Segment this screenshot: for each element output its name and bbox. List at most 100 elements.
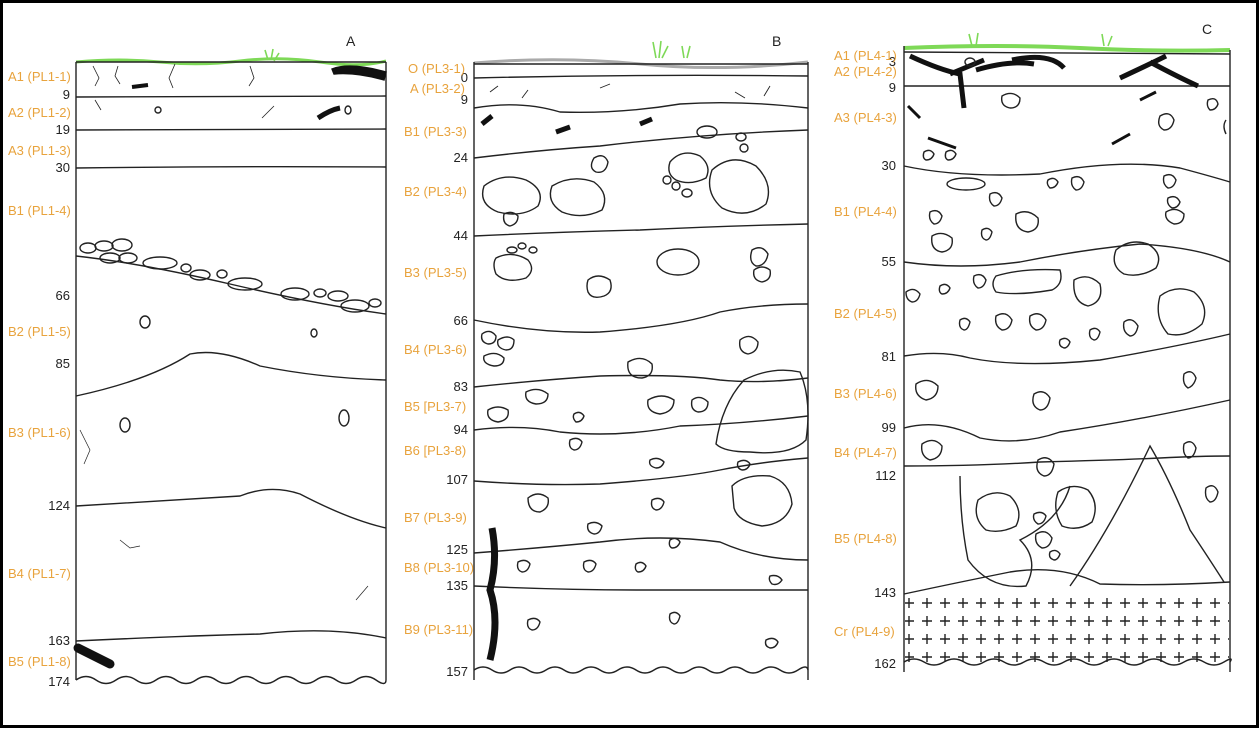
stone — [568, 437, 751, 471]
horizon-label: B2 (PL1-5) — [8, 324, 71, 339]
profile-walls — [473, 62, 809, 680]
horizon-label: B3 (PL4-6) — [834, 386, 897, 401]
stone — [735, 132, 747, 142]
boundary — [473, 415, 809, 435]
horizon-label: B6 [PL3-8) — [404, 443, 466, 458]
stone — [752, 266, 772, 283]
horizon-label: B4 (PL1-7) — [8, 566, 71, 581]
boundary — [75, 128, 387, 131]
horizon-label: A2 (PL4-2) — [834, 64, 897, 79]
roots — [92, 63, 275, 119]
pebble — [154, 106, 162, 114]
roots — [79, 429, 369, 601]
boundary — [903, 243, 1231, 267]
pebble — [368, 298, 382, 308]
profile-a-labels: 9 19 30 66 85 124 163 174 A1 (PL1-1) A2 … — [8, 69, 71, 689]
boundary — [473, 585, 808, 591]
pebble — [142, 256, 178, 270]
depth-label: 112 — [875, 468, 896, 483]
horizon-label: B1 (PL1-4) — [8, 203, 71, 218]
pebble — [340, 299, 370, 313]
depth-label: 9 — [461, 92, 468, 107]
pebble — [99, 252, 121, 264]
boundary — [473, 223, 809, 237]
root-black — [486, 527, 499, 661]
stone — [928, 191, 1039, 253]
pebble — [310, 328, 318, 338]
depth-label: 3 — [889, 54, 896, 69]
grass-tuft — [652, 40, 691, 59]
horizon-label: A3 (PL4-3) — [834, 110, 897, 125]
stone — [526, 611, 779, 649]
pebble — [119, 417, 131, 433]
grass-surface — [903, 44, 1231, 53]
profile-title: A — [346, 33, 356, 49]
stone — [708, 159, 770, 214]
horizon-label: A2 (PL1-2) — [8, 105, 71, 120]
pebble — [344, 105, 352, 115]
depth-label: 30 — [882, 158, 896, 173]
horizon-label: B8 (PL3-10) — [404, 560, 474, 575]
horizon-label: Cr (PL4-9) — [834, 624, 895, 639]
grass-tuft — [264, 48, 280, 62]
horizon-label: B1 (PL4-4) — [834, 204, 897, 219]
pebble — [118, 252, 138, 264]
pebble — [94, 240, 114, 252]
profile-a: A — [73, 33, 387, 685]
stone — [958, 313, 1139, 349]
boundary — [903, 333, 1231, 365]
depth-label: 124 — [48, 498, 70, 513]
profile-b-labels: 0 9 24 44 66 83 94 107 125 135 157 O (PL… — [404, 61, 474, 679]
pebble — [338, 409, 350, 427]
horizon-label: B1 (PL3-3) — [404, 124, 467, 139]
profile-title: C — [1202, 21, 1212, 37]
rock-black — [480, 114, 653, 135]
boundary — [473, 374, 809, 388]
stone — [517, 242, 527, 250]
wavy-base — [473, 666, 809, 674]
boundary — [473, 457, 809, 486]
boundary — [75, 351, 387, 397]
stone — [549, 178, 606, 217]
pebble — [313, 288, 327, 298]
profile-walls — [75, 62, 387, 680]
boundary — [75, 630, 387, 642]
profile-c: C — [903, 21, 1232, 672]
root-black — [316, 105, 341, 121]
horizon-label: O (PL3-1) — [408, 61, 465, 76]
depth-label: 143 — [874, 585, 896, 600]
pebble — [280, 287, 310, 301]
depth-label: 174 — [48, 674, 70, 689]
profile-title: B — [772, 33, 781, 49]
boundary — [903, 399, 1231, 442]
horizon-label: B2 (PL4-5) — [834, 306, 897, 321]
depth-label: 135 — [446, 578, 468, 593]
horizon-label: A1 (PL1-1) — [8, 69, 71, 84]
stone — [487, 388, 709, 423]
depth-label: 66 — [56, 288, 70, 303]
depth-label: 163 — [48, 633, 70, 648]
stone — [502, 211, 519, 227]
stone — [739, 143, 749, 153]
horizon-label: A (PL3-2) — [410, 81, 465, 96]
stone — [922, 149, 957, 161]
stone — [662, 175, 672, 185]
depth-label: 81 — [882, 349, 896, 364]
bedrock-pattern — [905, 596, 1229, 662]
boulder — [1069, 444, 1225, 587]
root-black — [331, 65, 387, 81]
depth-label: 55 — [882, 254, 896, 269]
boulder — [731, 475, 793, 527]
boundary — [473, 129, 809, 159]
depth-label: 85 — [56, 356, 70, 371]
depth-label: 9 — [63, 87, 70, 102]
stone — [915, 371, 1197, 411]
depth-label: 66 — [454, 313, 468, 328]
stone — [992, 241, 1160, 295]
stone — [586, 275, 612, 299]
boundary — [75, 165, 387, 169]
stone — [528, 246, 538, 254]
pebble — [111, 238, 133, 252]
profile-c-labels: 3 9 30 55 81 99 112 143 162 A1 (PL4-1) A… — [834, 48, 897, 671]
